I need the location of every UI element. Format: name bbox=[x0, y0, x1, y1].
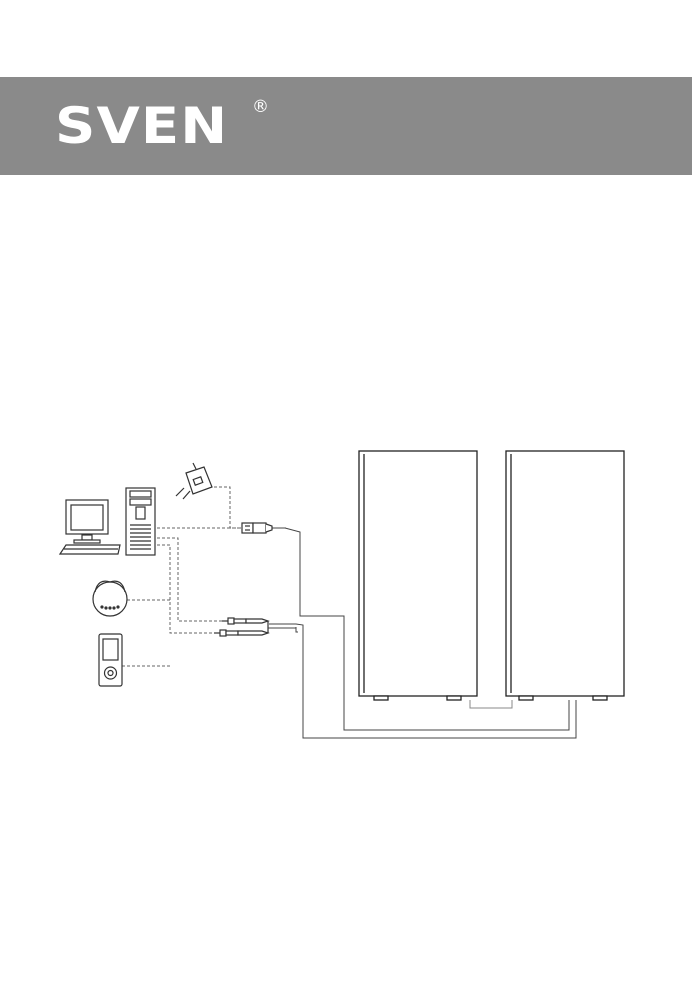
power-adapter-icon bbox=[176, 463, 212, 499]
mp3-player-icon bbox=[99, 634, 122, 686]
connection-diagram bbox=[0, 440, 692, 750]
usb-plug-icon bbox=[242, 523, 272, 533]
keyboard-icon bbox=[60, 545, 120, 554]
cd-player-icon bbox=[93, 581, 127, 616]
left-speaker bbox=[359, 451, 477, 700]
audio-cable bbox=[268, 624, 576, 738]
brand-logo: SVEN bbox=[55, 101, 228, 151]
speaker-link-cable bbox=[470, 700, 512, 708]
audio-jack-plug-icon bbox=[214, 618, 268, 636]
pc-tower-icon bbox=[126, 488, 155, 555]
computer-monitor-icon bbox=[66, 500, 108, 543]
right-speaker bbox=[506, 451, 624, 700]
registered-mark: ® bbox=[252, 99, 269, 116]
